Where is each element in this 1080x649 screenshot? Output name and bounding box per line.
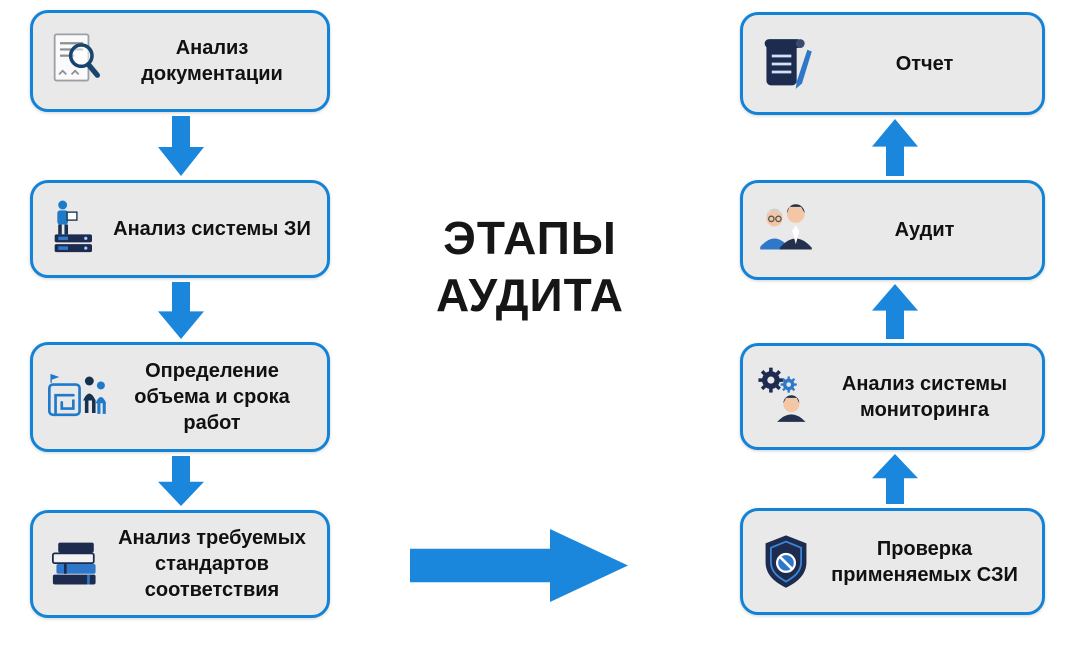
server-person-icon	[41, 194, 111, 264]
up-arrow-1	[872, 119, 918, 176]
stage-box-monitoring-analysis: Анализ системы мониторинга	[740, 343, 1045, 450]
stage-box-standards-analysis: Анализ требуемых стандартов соответствия	[30, 510, 330, 618]
flow-right-arrow	[410, 529, 628, 602]
shield-icon	[751, 527, 821, 597]
diagram-title: ЭТАПЫ АУДИТА	[415, 210, 645, 324]
document-search-icon	[41, 26, 111, 96]
stage-label: Анализ системы ЗИ	[113, 218, 311, 240]
monitoring-gears-icon	[751, 362, 821, 432]
down-arrow-2	[158, 282, 204, 339]
diagram-title-line1: ЭТАПЫ	[443, 212, 617, 264]
down-arrow-1	[158, 116, 204, 176]
stage-box-scope-definition: Определение объема и срока работ	[30, 342, 330, 452]
stage-label: Аудит	[894, 219, 955, 241]
auditors-people-icon	[751, 195, 821, 265]
stage-box-audit: Аудит	[740, 180, 1045, 280]
diagram-title-line2: АУДИТА	[435, 269, 624, 321]
up-arrow-3	[872, 454, 918, 504]
stage-box-protection-system-analysis: Анализ системы ЗИ	[30, 180, 330, 278]
stage-box-szi-check: Проверка применяемых СЗИ	[740, 508, 1045, 615]
down-arrow-3	[158, 456, 204, 506]
stage-label: Определение объема и срока работ	[134, 360, 290, 434]
report-scroll-icon	[751, 29, 821, 99]
stage-label: Анализ требуемых стандартов соответствия	[118, 527, 306, 601]
books-stack-icon	[41, 529, 111, 599]
stage-box-document-analysis: Анализ документации	[30, 10, 330, 112]
stage-label: Отчет	[895, 52, 954, 75]
stage-label: Анализ документации	[141, 37, 283, 85]
stage-box-report: Отчет	[740, 12, 1045, 115]
stage-label: Анализ системы мониторинга	[841, 372, 1008, 421]
maze-planning-icon	[41, 362, 111, 432]
up-arrow-2	[872, 284, 918, 339]
stage-label: Проверка применяемых СЗИ	[831, 537, 1018, 586]
